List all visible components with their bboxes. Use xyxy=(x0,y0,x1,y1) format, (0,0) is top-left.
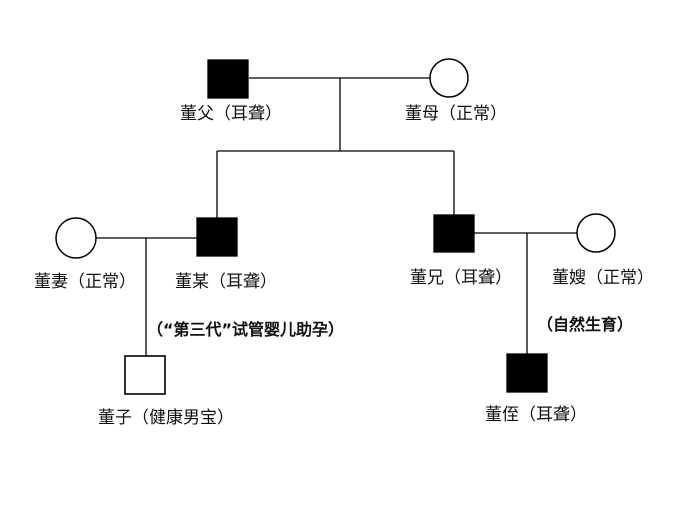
sister-in-law-label: 董嫂（正常） xyxy=(552,268,654,288)
nephew-square xyxy=(506,353,548,393)
natural-birth-note: （自然生育） xyxy=(537,315,634,334)
brother-label: 董兄（耳聋） xyxy=(410,268,512,288)
self-square xyxy=(196,217,238,257)
son-square xyxy=(124,355,166,395)
ivf-note: （“第三代”试管婴儿助孕） xyxy=(147,320,345,339)
wife-circle xyxy=(55,217,97,259)
wife-label: 董妻（正常） xyxy=(34,272,136,292)
mother-circle xyxy=(429,58,469,98)
connector-lines xyxy=(96,77,577,356)
mother-label: 董母（正常） xyxy=(405,104,507,124)
sister-in-law-circle xyxy=(576,213,616,253)
father-square xyxy=(207,59,249,99)
brother-square xyxy=(433,214,475,253)
father-label: 董父（耳聋） xyxy=(180,104,282,124)
son-label: 董子（健康男宝） xyxy=(98,408,234,428)
self-label: 董某（耳聋） xyxy=(175,272,277,292)
nephew-label: 董侄（耳聋） xyxy=(485,405,587,425)
